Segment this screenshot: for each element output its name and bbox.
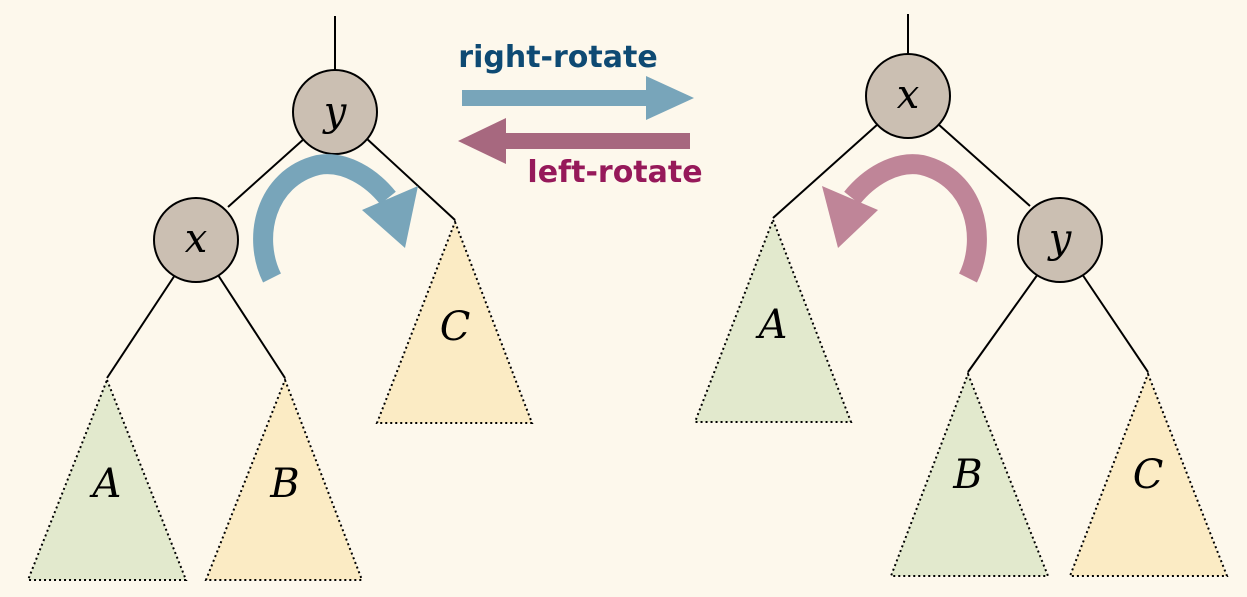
left-tree-edge-x-a bbox=[106, 274, 176, 379]
right-rotate-curl-arrowhead bbox=[362, 186, 418, 248]
left-rotate-arrow-shaft bbox=[494, 133, 690, 149]
right-tree-edge-y-b bbox=[967, 273, 1039, 373]
right-rotate-label: right-rotate bbox=[458, 40, 657, 75]
rotation-arrows: right-rotate left-rotate bbox=[458, 40, 703, 190]
right-rotate-arrowhead bbox=[646, 76, 694, 120]
right-subtree-a-label: A bbox=[755, 302, 788, 348]
left-subtree-b bbox=[204, 377, 364, 581]
right-tree-root-label: x bbox=[897, 72, 920, 118]
right-subtree-c bbox=[1068, 371, 1229, 577]
left-subtree-c bbox=[375, 219, 534, 424]
right-rotate-arrow-shaft bbox=[462, 90, 654, 106]
right-tree-child-label: y bbox=[1047, 216, 1073, 262]
right-subtree-b bbox=[889, 371, 1050, 577]
left-rotate-curl-arrow bbox=[844, 154, 987, 283]
right-subtree-c-label: C bbox=[1133, 452, 1164, 498]
left-tree-edge-y-c bbox=[365, 137, 456, 221]
left-tree-edge-y-x bbox=[227, 137, 306, 208]
left-rotate-label: left-rotate bbox=[527, 155, 702, 190]
left-subtree-b-label: B bbox=[269, 461, 299, 507]
left-subtree-a-label: A bbox=[89, 461, 122, 507]
right-tree-edge-y-c bbox=[1081, 273, 1149, 373]
left-tree-edge-x-b bbox=[217, 274, 286, 379]
left-tree: A B C y x bbox=[26, 16, 534, 581]
left-rotate-arrowhead bbox=[458, 118, 506, 164]
left-tree-child-node bbox=[153, 197, 239, 283]
left-subtree-a bbox=[26, 377, 188, 581]
left-subtree-c-label: C bbox=[440, 304, 471, 350]
right-tree-edge-x-a bbox=[772, 123, 879, 219]
right-tree: A B C x y bbox=[693, 14, 1229, 577]
right-tree-root-node bbox=[865, 53, 951, 139]
right-tree-child-node bbox=[1017, 197, 1103, 283]
right-rotate-curl-arrow bbox=[253, 154, 396, 283]
right-subtree-a bbox=[693, 217, 853, 423]
right-subtree-b-label: B bbox=[952, 452, 982, 498]
left-tree-root-label: y bbox=[322, 89, 348, 135]
right-tree-edge-x-y bbox=[937, 123, 1031, 207]
left-tree-child-label: x bbox=[185, 216, 208, 262]
left-rotate-curl-arrowhead bbox=[822, 186, 878, 248]
left-tree-root-node bbox=[292, 69, 378, 155]
